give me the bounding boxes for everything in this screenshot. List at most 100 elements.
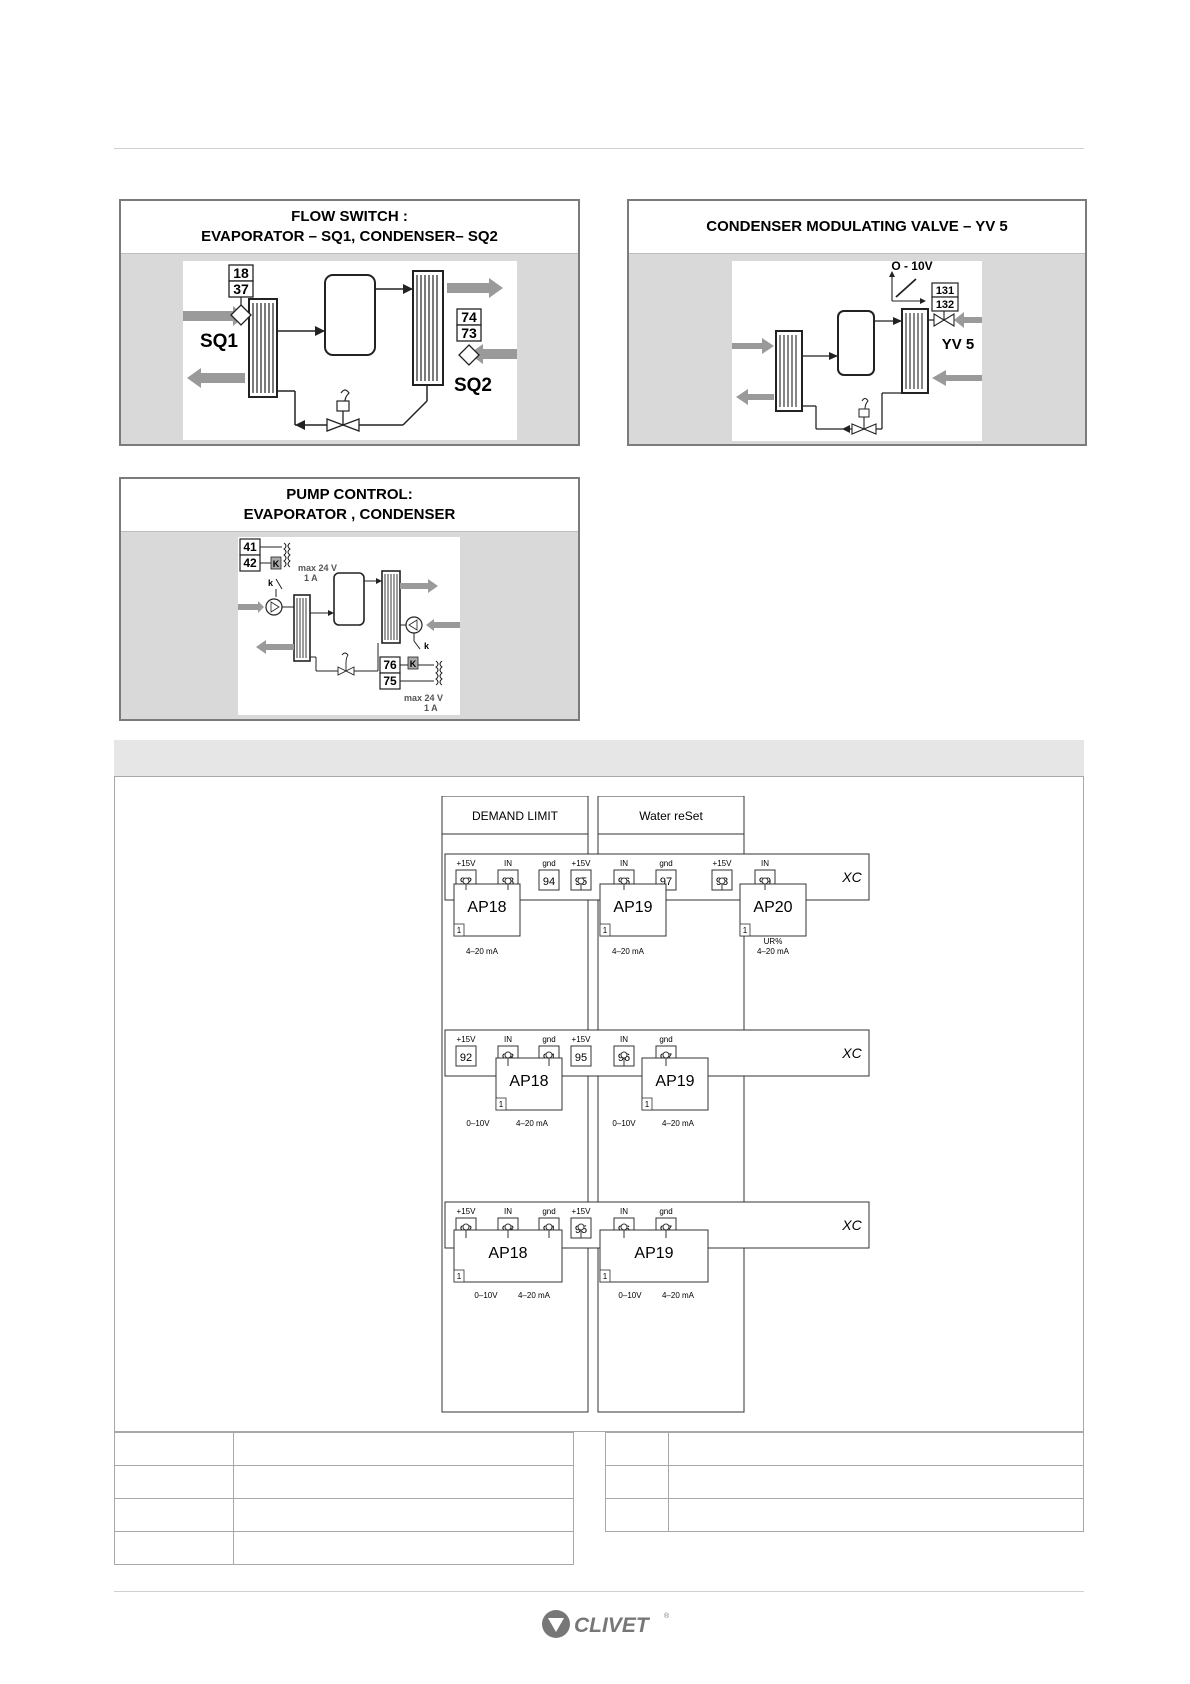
table-row	[605, 1498, 1084, 1532]
terminal-label: gnd	[542, 1207, 555, 1216]
device-box	[453, 883, 521, 937]
pin-circle	[504, 877, 512, 885]
device-caption: 0–10V	[612, 1119, 636, 1128]
pump-control-title: PUMP CONTROL: EVAPORATOR , CONDENSER	[121, 479, 578, 532]
device-caption: 4–20 mA	[518, 1291, 551, 1300]
pin-one-box	[599, 1269, 611, 1283]
wiring-diagram: DEMAND LIMIT Water reSet XC+15V92IN93gnd…	[441, 796, 870, 1413]
device-box	[599, 1229, 709, 1283]
pin-circle	[718, 877, 726, 885]
terminal-label: IN	[504, 1035, 512, 1044]
rating-top-1: max 24 V	[298, 563, 337, 573]
terminal-75: 75	[383, 674, 397, 688]
rating-bottom-2: 1 A	[424, 703, 438, 713]
device-caption: 0–10V	[466, 1119, 490, 1128]
terminal-label: +15V	[457, 1207, 477, 1216]
device-label: AP18	[509, 1073, 548, 1090]
terminal-73: 73	[461, 325, 477, 341]
device-box	[641, 1057, 709, 1111]
terminal-label: +15V	[572, 1207, 592, 1216]
terminal-42: 42	[243, 556, 257, 570]
contact-k-top: k	[268, 578, 274, 588]
terminal-37: 37	[233, 281, 249, 297]
device-box	[495, 1057, 563, 1111]
rating-top-2: 1 A	[304, 573, 318, 583]
terminal-18: 18	[233, 265, 249, 281]
sq2-label: SQ2	[454, 375, 492, 396]
condenser-valve-diagram: 131 132 O - 10V YV 5	[732, 261, 982, 441]
pin-one-label: 1	[645, 1100, 650, 1109]
pin-one-box	[641, 1097, 653, 1111]
device-caption: 0–10V	[618, 1291, 642, 1300]
terminal-box	[570, 1045, 592, 1067]
pin-one-box	[739, 923, 751, 937]
device-label: AP18	[488, 1245, 527, 1262]
pin-circle	[662, 1051, 670, 1059]
pin-circle	[577, 1223, 585, 1231]
terminal-label: gnd	[542, 859, 555, 868]
pin-circle	[620, 1051, 628, 1059]
brand-text: CLIVET	[574, 1614, 651, 1637]
pin-circle	[545, 1051, 553, 1059]
pin-one-box	[453, 1269, 465, 1283]
terminal-label: +15V	[713, 859, 733, 868]
pin-circle	[504, 1051, 512, 1059]
terminal-label: IN	[504, 1207, 512, 1216]
device-label: AP19	[634, 1245, 673, 1262]
flow-switch-title: FLOW SWITCH : EVAPORATOR – SQ1, CONDENSE…	[121, 201, 578, 254]
pin-circle	[504, 1223, 512, 1231]
device-caption: UR%	[764, 937, 783, 946]
table-row	[114, 1531, 574, 1565]
pin-one-label: 1	[457, 1272, 462, 1281]
terminal-41: 41	[243, 540, 257, 554]
relay-k-top: K	[273, 559, 280, 569]
table-row	[605, 1432, 1084, 1466]
terminal-label: IN	[620, 859, 628, 868]
device-box	[599, 883, 667, 937]
device-caption: 4–20 mA	[466, 947, 499, 956]
table-row	[114, 1498, 574, 1532]
device-caption: 4–20 mA	[662, 1291, 695, 1300]
pin-circle	[662, 1223, 670, 1231]
condenser-valve-title: CONDENSER MODULATING VALVE – YV 5	[629, 201, 1085, 254]
pin-one-label: 1	[499, 1100, 504, 1109]
section-header-bar	[114, 740, 1084, 776]
terminal-box	[455, 1045, 477, 1067]
top-divider	[114, 148, 1084, 149]
pin-one-label: 1	[603, 926, 608, 935]
yv5-label: YV 5	[942, 336, 975, 353]
contact-k-bottom: k	[424, 641, 430, 651]
bottom-divider	[114, 1591, 1084, 1592]
device-caption: 4–20 mA	[662, 1119, 695, 1128]
terminal-label: gnd	[659, 1035, 672, 1044]
pin-circle	[545, 1223, 553, 1231]
pin-one-box	[495, 1097, 507, 1111]
device-label: AP19	[613, 899, 652, 916]
device-caption: 4–20 mA	[612, 947, 645, 956]
sq1-label: SQ1	[200, 331, 238, 352]
legend-table-left	[114, 1432, 574, 1565]
terminal-number: 94	[543, 876, 555, 888]
pin-circle	[577, 877, 585, 885]
terminal-box	[538, 869, 560, 891]
device-caption: 0–10V	[474, 1291, 498, 1300]
pin-one-label: 1	[457, 926, 462, 935]
clivet-logo: CLIVET ®	[540, 1608, 670, 1640]
terminal-label: IN	[504, 859, 512, 868]
pin-circle	[620, 877, 628, 885]
pin-one-box	[599, 923, 611, 937]
terminal-number: 95	[575, 1052, 587, 1064]
device-caption: 4–20 mA	[516, 1119, 549, 1128]
terminal-label: +15V	[457, 859, 477, 868]
terminal-label: +15V	[572, 1035, 592, 1044]
rating-bottom-1: max 24 V	[404, 693, 443, 703]
pin-one-label: 1	[603, 1272, 608, 1281]
pin-circle	[761, 877, 769, 885]
xc-label: XC	[841, 1217, 862, 1233]
relay-k-bottom: K	[410, 659, 417, 669]
pump-control-panel: PUMP CONTROL: EVAPORATOR , CONDENSER 41 …	[119, 477, 580, 721]
terminal-132: 132	[936, 299, 954, 311]
terminal-label: +15V	[572, 859, 592, 868]
terminal-label: gnd	[659, 859, 672, 868]
device-label: AP20	[753, 899, 792, 916]
